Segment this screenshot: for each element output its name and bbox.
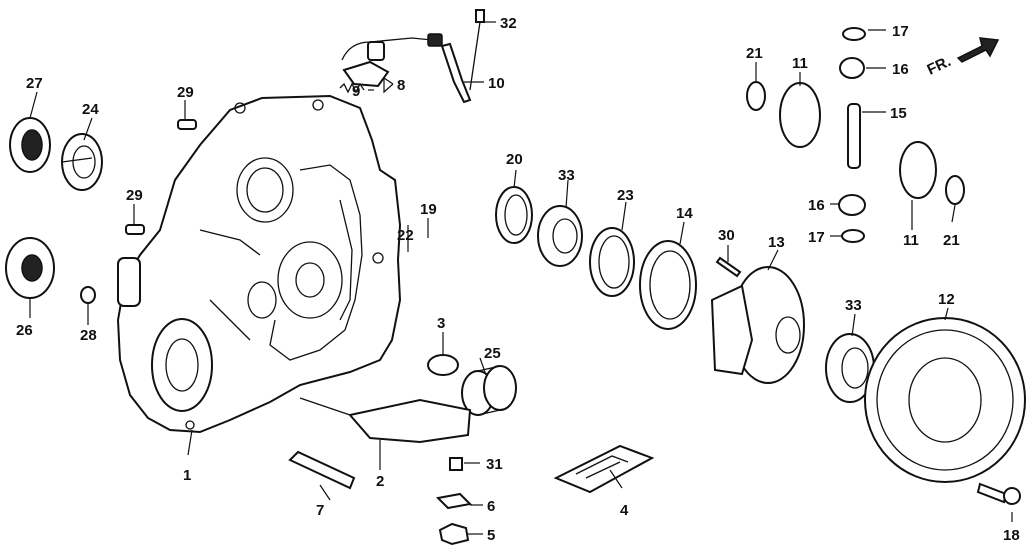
callout-23: 23 xyxy=(617,187,634,204)
callout-3: 3 xyxy=(437,315,445,332)
callout-14: 14 xyxy=(676,205,693,222)
plug-5 xyxy=(438,522,470,546)
callout-15: 15 xyxy=(890,105,907,122)
bolt-18 xyxy=(976,482,1021,505)
callout-8: 8 xyxy=(397,77,405,94)
strainer-4 xyxy=(553,444,655,494)
callout-6: 6 xyxy=(487,498,495,515)
speed-sensor-assembly-8 xyxy=(341,33,443,88)
final-driven-gear-12 xyxy=(864,317,1026,483)
callout-16-upper: 16 xyxy=(892,61,909,78)
oil-seal-27 xyxy=(9,117,51,173)
callout-30: 30 xyxy=(718,227,735,244)
front-direction-indicator: FR. xyxy=(925,37,1000,79)
callout-10: 10 xyxy=(488,75,505,92)
pinion-gear-16-lower xyxy=(838,194,866,216)
callout-21-lower: 21 xyxy=(943,232,960,249)
callout-19: 19 xyxy=(420,201,437,218)
callout-2: 2 xyxy=(376,473,384,490)
front-direction-label: FR. xyxy=(925,53,954,79)
washer-28 xyxy=(80,286,96,304)
callout-21-upper: 21 xyxy=(746,45,763,62)
callout-13: 13 xyxy=(768,234,785,251)
dowel-pin-29-lower xyxy=(125,224,145,235)
ball-bearing-24 xyxy=(61,133,103,191)
pin-30 xyxy=(715,256,742,278)
ball-bearing-33-lower xyxy=(825,333,875,403)
callout-20: 20 xyxy=(506,151,523,168)
callout-24: 24 xyxy=(82,101,99,118)
ball-bearing-33-upper xyxy=(537,205,583,267)
dowel-pin-29-upper xyxy=(177,119,197,130)
callout-17-lower: 17 xyxy=(808,229,825,246)
callout-11-lower: 11 xyxy=(903,232,919,249)
clip-6 xyxy=(435,492,473,510)
callout-27: 27 xyxy=(26,75,43,92)
sensor-ring-14 xyxy=(639,240,697,330)
pipe-10 xyxy=(440,42,472,104)
callout-11-upper: 11 xyxy=(792,55,808,72)
side-gear-11-lower xyxy=(899,141,937,199)
roller-bearing-25 xyxy=(461,365,517,416)
callout-29-lower: 29 xyxy=(126,187,143,204)
callout-7: 7 xyxy=(316,502,324,519)
ball-bearing-26 xyxy=(5,237,55,299)
pinion-gear-16-upper xyxy=(839,57,865,79)
thrust-washer-17-upper xyxy=(842,27,866,41)
callout-9: 9 xyxy=(352,83,360,100)
thrust-washer-17-lower xyxy=(841,229,865,243)
leader-lines xyxy=(29,21,1013,535)
spring-9 xyxy=(339,82,365,94)
callout-26: 26 xyxy=(16,322,33,339)
callout-5: 5 xyxy=(487,527,495,544)
callout-33-lower: 33 xyxy=(845,297,862,314)
front-arrow-icon xyxy=(956,37,1000,63)
callout-33-upper: 33 xyxy=(558,167,575,184)
washer-3 xyxy=(427,354,459,376)
bolt-31 xyxy=(449,457,463,471)
snap-ring-23 xyxy=(589,227,635,297)
callout-17-upper: 17 xyxy=(892,23,909,40)
separator-plate-2 xyxy=(299,397,472,444)
transmission-housing xyxy=(116,94,402,434)
differential-carrier-13 xyxy=(710,266,805,384)
callout-29-upper: 29 xyxy=(177,84,194,101)
callout-25: 25 xyxy=(484,345,501,362)
callout-22: 22 xyxy=(397,227,414,244)
callout-4: 4 xyxy=(620,502,629,519)
callout-16-lower: 16 xyxy=(808,197,825,214)
washer-21-upper xyxy=(746,81,766,111)
callout-12: 12 xyxy=(938,291,955,308)
pinion-shaft-15 xyxy=(847,103,861,169)
washer-21-lower xyxy=(945,175,965,205)
snap-ring-20 xyxy=(495,186,533,244)
shaft-7 xyxy=(288,450,356,490)
callout-28: 28 xyxy=(80,327,97,344)
callout-18: 18 xyxy=(1003,527,1020,544)
callout-1: 1 xyxy=(183,467,191,484)
side-gear-11-upper xyxy=(779,82,821,148)
callout-31: 31 xyxy=(486,456,503,473)
callout-32: 32 xyxy=(500,15,517,32)
